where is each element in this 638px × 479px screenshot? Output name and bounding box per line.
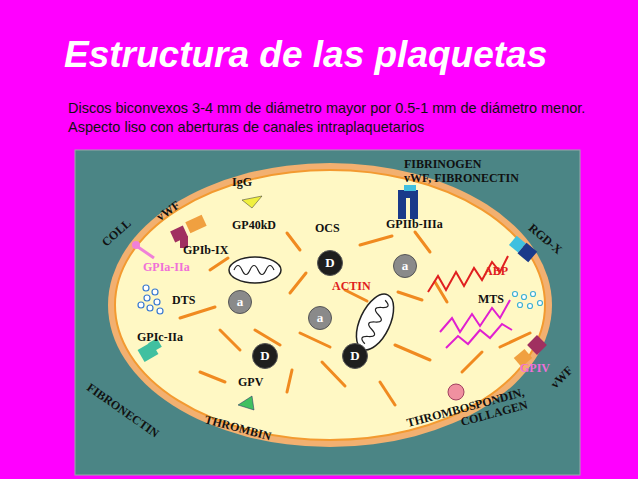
structure-label: FIBRINOGEN [404,158,481,171]
receptor-gpiib-iiia [398,185,418,219]
granule-circle [309,307,332,330]
structure-label: GPV [238,376,263,389]
dense-granule: D [317,250,343,276]
granule-letter: D [317,250,343,276]
membrane-outer [108,163,552,447]
alpha-granule: a [308,306,332,330]
microtubule-dots [513,292,543,309]
structure-label: GP40kD [232,219,276,232]
alpha-granule: a [393,254,417,278]
granule-letter: a [393,254,417,278]
structure-label: vWF, FIBRONECTIN [404,172,519,185]
granule-letter: D [252,343,278,369]
structure-label: DTS [172,294,195,307]
receptor-rgd-x [508,235,537,262]
alpha-granule: a [228,290,252,314]
granule-letter: a [308,306,332,330]
microtubule-zigzag [446,324,512,348]
structure-label: GPIV [520,362,550,375]
dense-granule: D [342,343,368,369]
slide-title: Estructura de las plaquetas [64,34,547,76]
granule-circle [253,344,278,369]
structure-label: ACTIN [332,280,371,293]
structure-label: MTS [478,293,504,306]
dense-granule: D [252,343,278,369]
structure-label: ABP [484,265,508,278]
granule-letter: D [342,343,368,369]
mitochondrion [229,257,281,283]
structure-label: GPIc-IIa [137,331,183,344]
receptor-gpib-ix [170,215,207,248]
actin-filaments [180,232,530,405]
structure-label: GPIa-IIa [143,261,190,274]
granule-circle [343,344,368,369]
structure-label: IgG [232,176,252,189]
dense-tubular-system [138,285,163,314]
granule-circle [229,291,252,314]
granule-letter: a [228,290,252,314]
structure-label: GPIIb-IIIa [386,218,443,231]
actin-binding-protein [428,256,508,292]
receptor-gpv [238,396,254,410]
granule-circle [318,251,343,276]
panel-background [75,150,580,475]
granule-circle [394,255,417,278]
receptor-gp40kd [242,196,262,208]
structure-label: OCS [315,222,340,235]
structure-label: GPIb-IX [183,244,228,257]
receptor-gpiv [448,384,464,400]
receptor-gpia-iia [132,241,154,258]
slide-caption: Discos biconvexos 3-4 mm de diámetro may… [68,99,588,137]
